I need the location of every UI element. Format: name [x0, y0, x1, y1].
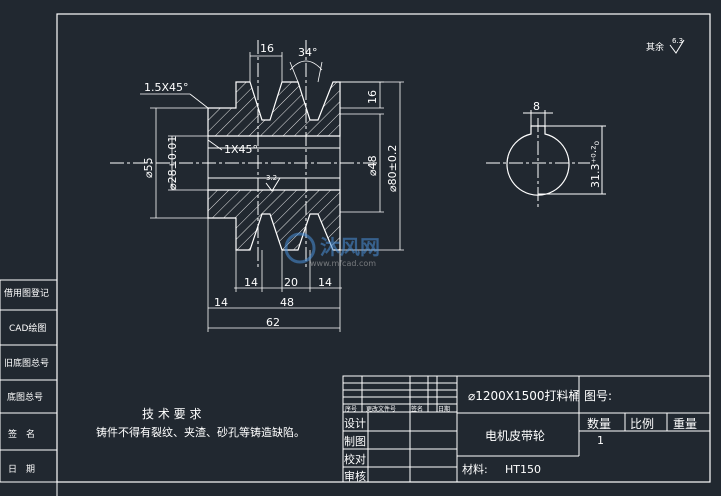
dim-bottom-48: 48: [280, 296, 294, 309]
keyway-view: [486, 110, 606, 210]
drawing-no-label: 图号:: [584, 389, 612, 403]
dim-bottom-14b: 14: [318, 276, 332, 289]
side-label-base-no: 底图总号: [7, 391, 43, 403]
roughness-symbol-inner: [265, 177, 281, 192]
rev-header-no: 序号: [345, 405, 357, 413]
side-label-sign: 签 名: [8, 428, 35, 440]
roughness-rest-label: 其余: [646, 41, 664, 53]
roughness-value-rest: 6.3: [672, 37, 683, 45]
rev-header-sign: 签名: [411, 405, 423, 413]
dim-key-8: 8: [533, 100, 540, 113]
dim-bottom-62: 62: [266, 316, 280, 329]
rev-header-date: 日期: [438, 405, 450, 413]
watermark-url: www.mfcad.com: [310, 259, 376, 268]
side-label-borrow: 借用图登记: [4, 287, 49, 299]
row-draft: 制图: [344, 435, 366, 448]
qty-value: 1: [597, 434, 604, 447]
tech-req-text: 铸件不得有裂纹、夹渣、砂孔等铸造缺陷。: [96, 425, 305, 439]
dim-dia-48: ⌀48: [366, 155, 379, 176]
dim-dia-28: ⌀28±0.01: [166, 136, 179, 190]
tech-req-title: 技 术 要 求: [142, 407, 201, 421]
dim-dia-80: ⌀80±0.2: [386, 145, 399, 192]
row-check: 校对: [344, 452, 366, 466]
dim-bottom-20: 20: [284, 276, 298, 289]
material-value: HT150: [505, 463, 541, 476]
dim-angle-34: 34°: [298, 46, 318, 59]
dimension-lines: [140, 52, 404, 332]
dim-dia-55: ⌀55: [142, 157, 155, 178]
project-name: ⌀1200X1500打料桶: [468, 388, 581, 403]
side-label-strip: [0, 279, 58, 483]
title-block: [342, 375, 711, 483]
roughness-value-inner: 3.2: [266, 174, 277, 182]
dim-chamfer-outer: 1.5X45°: [144, 81, 189, 94]
part-name: 电机皮带轮: [485, 429, 545, 443]
dim-chamfer-inner: 1X45°: [224, 143, 258, 156]
watermark-brand: 沐风网: [320, 235, 380, 259]
dim-height-16: 16: [366, 90, 379, 104]
dim-groove-16: 16: [260, 42, 274, 55]
scale-label: 比例: [630, 417, 654, 431]
weight-label: 重量: [673, 417, 697, 431]
side-label-old-no: 旧底图总号: [4, 357, 49, 369]
dim-bottom-14c: 14: [214, 296, 228, 309]
roughness-symbol-rest: [669, 39, 685, 54]
side-label-date: 日 期: [8, 464, 35, 475]
row-approve: 审核: [344, 469, 366, 483]
dim-key-31: 31.3⁺⁰·²₀: [589, 140, 602, 188]
rev-header-file: 更改文件号: [366, 405, 396, 413]
side-label-cad: CAD绘图: [9, 322, 46, 334]
dim-bottom-14a: 14: [244, 276, 258, 289]
qty-label: 数量: [587, 416, 611, 431]
watermark: 沐风网 www.mfcad.com: [284, 232, 380, 268]
material-label: 材料:: [462, 462, 488, 476]
row-design: 设计: [344, 417, 366, 430]
